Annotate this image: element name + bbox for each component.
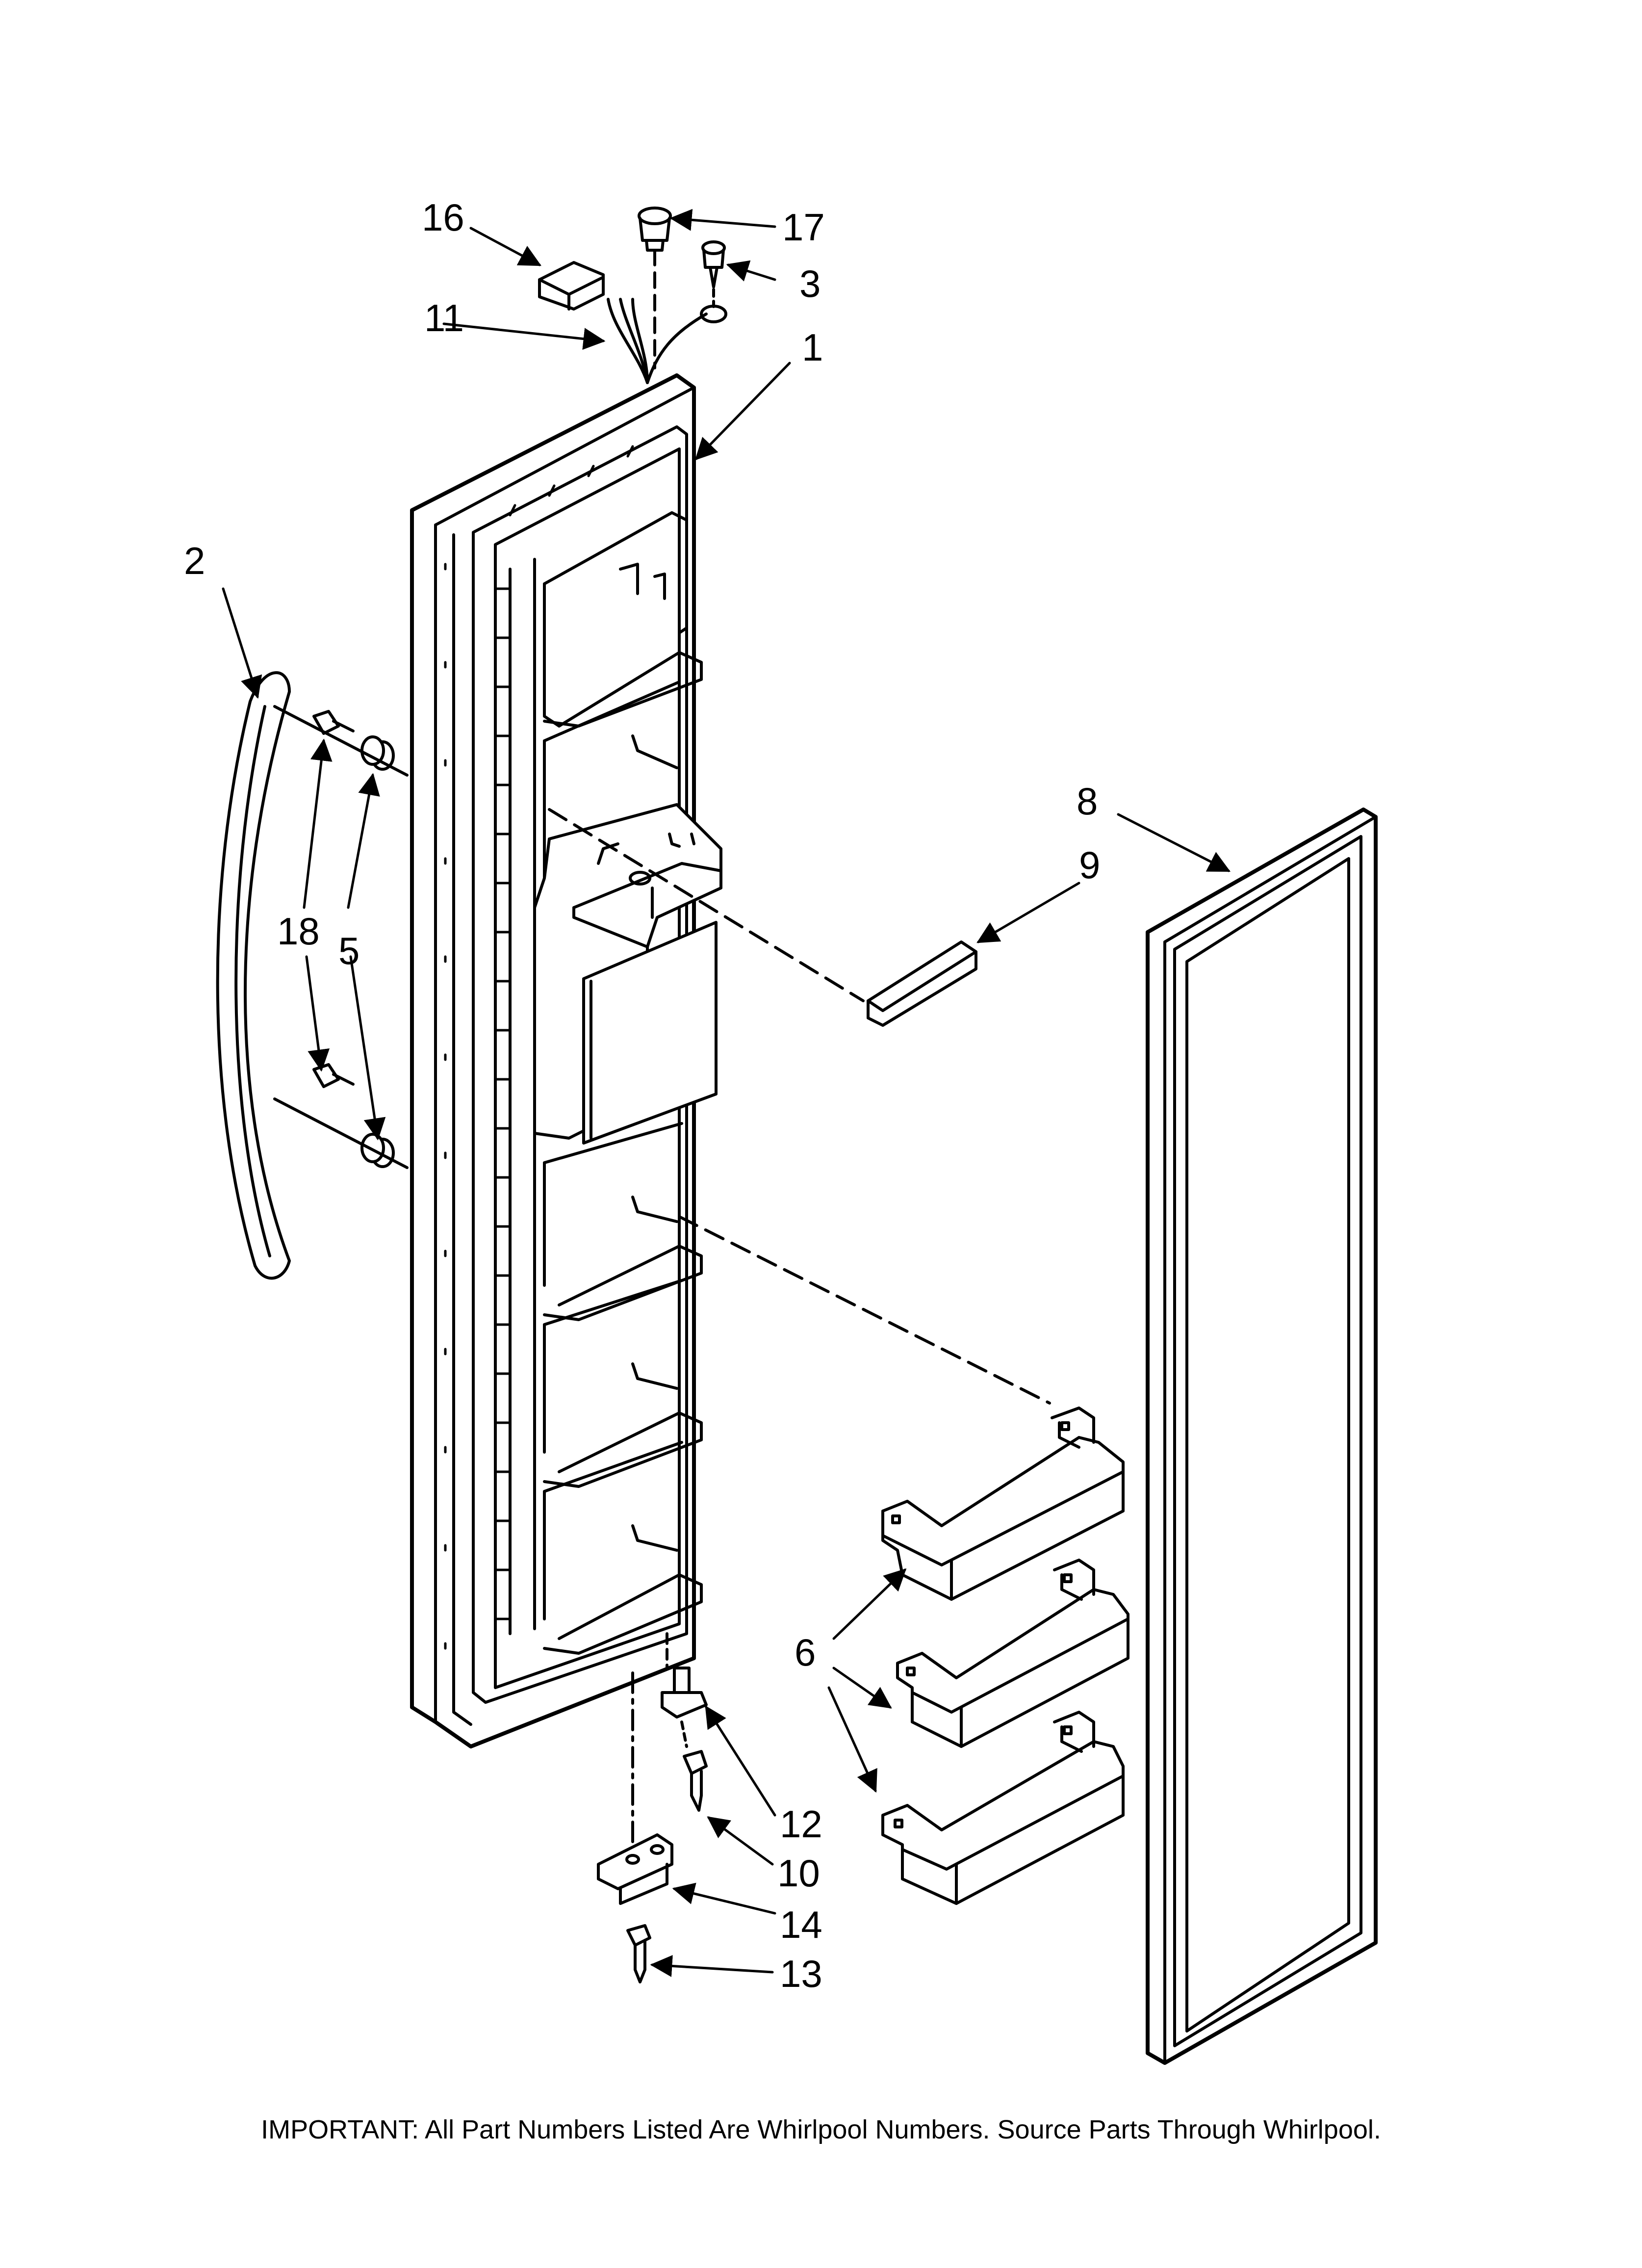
screw-18-upper [312,710,355,735]
screw-10 [683,1750,708,1812]
door-bin-6-lower [881,1711,1125,1905]
callout-1: 1 [802,326,823,369]
callout-17: 17 [782,206,825,249]
door-panel [410,373,722,1748]
grommet-17 [638,207,672,369]
gasket-8 [1146,808,1378,2065]
callout-12: 12 [780,1802,822,1846]
hinge-bracket-14 [597,1833,673,1905]
callout-2: 2 [184,539,205,582]
handle-2 [216,671,291,1280]
leader-lines [222,209,1231,1977]
callout-labels: 16 17 3 11 1 2 18 5 8 9 6 12 10 14 13 [184,196,1100,1995]
frame-dimples [444,445,634,1650]
callout-16: 16 [422,196,464,239]
callout-6: 6 [795,1631,816,1674]
screw-18-lower [312,1063,355,1088]
callout-11: 11 [424,296,464,339]
screw-13 [626,1924,651,1983]
trim-strip-9 [867,940,977,1027]
door-bin-6-middle [896,1559,1129,1748]
screw-3 [701,240,726,308]
door-bin-6-upper [881,1407,1125,1601]
callout-8: 8 [1077,780,1098,823]
wire-harness [607,298,727,384]
hinge-pin-12 [661,1667,708,1719]
callout-13: 13 [780,1952,822,1995]
callout-14: 14 [780,1903,822,1946]
callout-5: 5 [338,929,359,972]
callout-3: 3 [799,262,821,305]
connector-16 [538,261,605,311]
callout-18: 18 [277,910,320,953]
callout-9: 9 [1079,843,1100,886]
footer-note: IMPORTANT: All Part Numbers Listed Are W… [261,2115,1381,2144]
callout-10: 10 [777,1851,820,1895]
